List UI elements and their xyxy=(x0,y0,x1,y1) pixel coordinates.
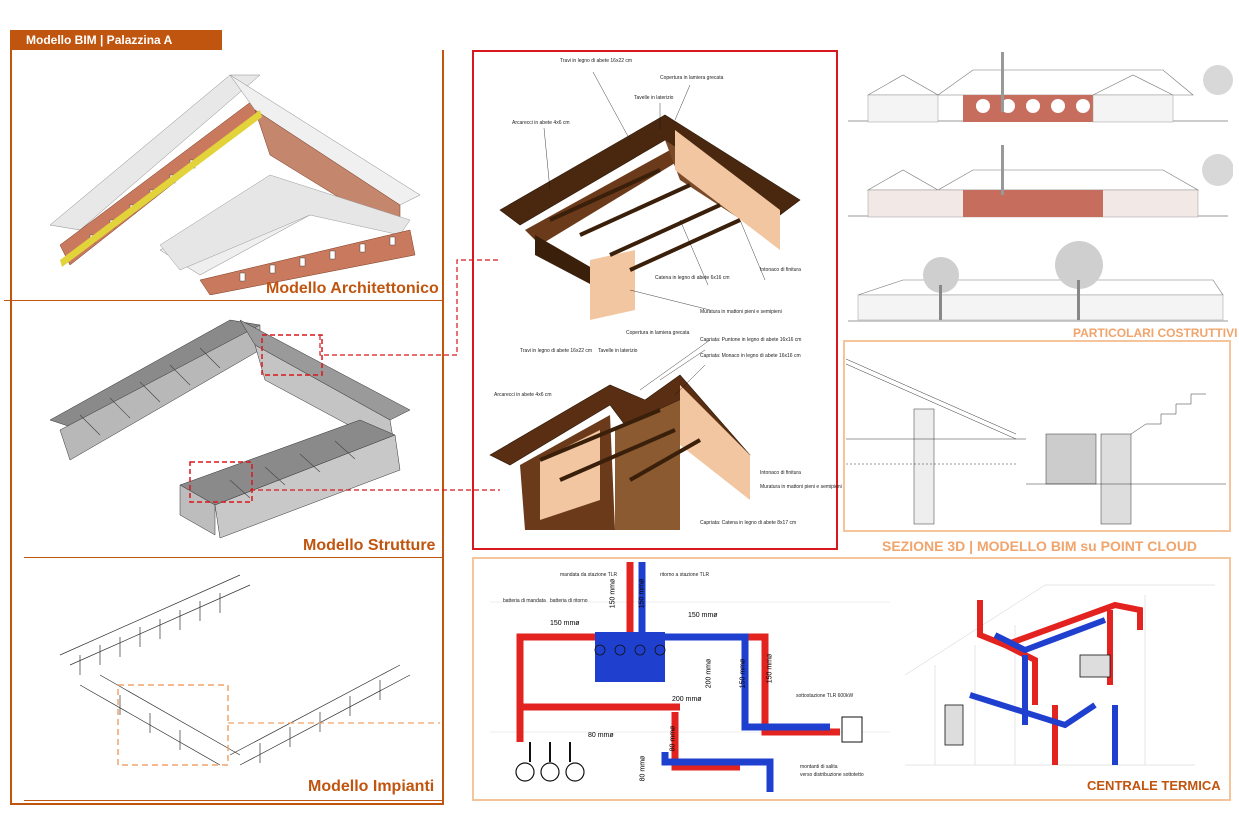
note-top-intonaco: Intonaco di finitura xyxy=(760,267,801,273)
plant-schematic xyxy=(490,562,890,792)
dim-label: 200 mmø xyxy=(672,696,702,703)
note-top-catena: Catena in legno di abete 6x16 cm xyxy=(655,275,730,281)
struct-model-label: Modello Strutture xyxy=(303,537,436,554)
point-cloud-elevations xyxy=(848,52,1233,322)
note-top-arcarecci: Arcarecci in abete 4x6 cm xyxy=(512,120,570,126)
plant-sottostazione: sottostazione TLR 600kW xyxy=(796,693,854,699)
arch-model-label: Modello Architettonico xyxy=(266,280,439,297)
detail-connector-lines xyxy=(250,259,500,491)
construction-details-drawing xyxy=(846,358,1226,525)
model-tag: Modello BIM | Palazzina A xyxy=(10,30,222,50)
plant-montanti: montanti di salita xyxy=(800,764,838,770)
divider-arch xyxy=(4,300,444,301)
left-panel-frame xyxy=(10,50,444,805)
dim-label: 150 mmø xyxy=(550,620,580,627)
roof-detail-drawings xyxy=(489,71,801,530)
dim-label: 80 mmø xyxy=(639,755,647,782)
dim-label: 150 mmø xyxy=(688,612,718,619)
construction-details-frame xyxy=(843,340,1231,532)
dim-label: 150 mmø xyxy=(739,658,747,689)
dim-label: 80 mmø xyxy=(669,725,677,752)
plant-ritorno: ritorno a stazione TLR xyxy=(660,572,710,578)
dim-label: 150 mmø xyxy=(609,578,617,609)
thermal-plant-frame xyxy=(472,557,1231,801)
structural-model-image xyxy=(49,319,411,539)
divider-struct xyxy=(24,557,444,558)
plant-batteria-mandata: batteria di mandata xyxy=(503,598,546,604)
plant-distribuzione: verso distribuzione sottotetto xyxy=(800,772,864,778)
mep-model-image xyxy=(59,574,440,766)
note-bottom-monaco: Capriata: Monaco in legno di abete 16x16… xyxy=(700,353,801,359)
note-bottom-puntone: Capriata: Puntone in legno di abete 16x1… xyxy=(700,337,802,343)
divider-impianti xyxy=(24,800,444,801)
architectural-model-image xyxy=(49,74,421,295)
plant-3d-render xyxy=(904,584,1215,766)
dim-label: 150 mmø xyxy=(766,653,774,684)
particolari-label: PARTICOLARI COSTRUTTIVI xyxy=(1073,326,1238,340)
note-top-tavelle: Tavelle in laterizio xyxy=(634,95,674,101)
mep-model-label: Modello Impianti xyxy=(308,778,435,795)
centrale-label: CENTRALE TERMICA xyxy=(1087,778,1221,793)
dim-label: 80 mmø xyxy=(588,732,614,739)
note-bottom-travi: Travi in legno di abete 16x22 cm xyxy=(520,348,593,354)
structural-detail-frame xyxy=(472,50,838,550)
note-bottom-arcarecci: Arcarecci in abete 4x6 cm xyxy=(494,392,552,398)
dim-label: 150 mmø xyxy=(638,578,646,609)
plant-mandata: mandata da stazione TLR xyxy=(560,572,618,578)
plant-batteria-ritorno: batteria di ritorno xyxy=(550,598,588,604)
sezione-label: SEZIONE 3D | MODELLO BIM su POINT CLOUD xyxy=(882,538,1198,554)
note-bottom-copertura: Copertura in lamiera grecata xyxy=(626,330,690,336)
note-top-travi: Travi in legno di abete 16x22 cm xyxy=(560,58,633,64)
note-top-muratura: Muratura in mattoni pieni e semipieni xyxy=(700,309,782,315)
dim-label: 200 mmø xyxy=(705,658,713,689)
note-bottom-intonaco: Intonaco di finitura xyxy=(760,470,801,476)
note-top-copertura: Copertura in lamiera grecata xyxy=(660,75,724,81)
note-bottom-catena: Capriata: Catena in legno di abete 8x17 … xyxy=(700,520,797,526)
note-bottom-muratura: Muratura in mattoni pieni e semipieni xyxy=(760,484,842,490)
note-bottom-tavelle: Tavelle in laterizio xyxy=(598,348,638,354)
